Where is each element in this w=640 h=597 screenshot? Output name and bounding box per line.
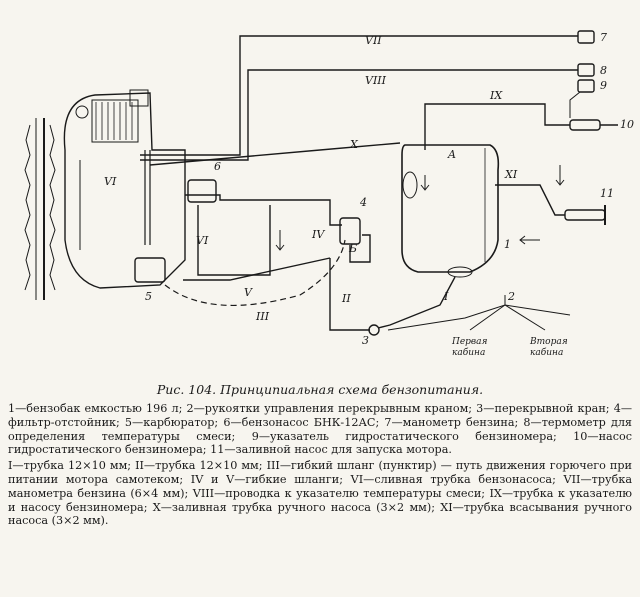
fuel-level-indicator xyxy=(577,79,595,93)
fuel-tank xyxy=(401,144,500,278)
pipe-ix-line xyxy=(424,103,570,150)
pipe-ii-line xyxy=(329,258,370,331)
legend-parts: 1—бензобак емкостью 196 л; 2—рукоятки уп… xyxy=(8,402,632,457)
callout-2: 2 xyxy=(507,290,515,303)
shutoff-tap xyxy=(368,324,380,336)
pipe-i-line xyxy=(377,276,456,329)
label-pipe-v: V xyxy=(244,286,253,299)
label-pipe-vii: VII xyxy=(365,34,382,47)
pipe-vi-line xyxy=(197,205,271,276)
callout-3: 3 xyxy=(362,334,369,347)
label-pipe-viii: VIII xyxy=(365,74,387,87)
callout-9: 9 xyxy=(600,79,607,92)
label-pipe-iii: III xyxy=(255,310,270,323)
carburetor xyxy=(134,257,166,283)
cabin-second-line2: кабина xyxy=(530,347,563,358)
callout-11: 11 xyxy=(600,187,614,200)
label-pipe-i: I xyxy=(443,290,449,303)
callout-6: 6 xyxy=(214,160,221,173)
pipe-iii-hose xyxy=(164,239,346,306)
label-pipe-ii: II xyxy=(341,292,351,305)
pipe-x-line xyxy=(149,142,401,166)
fuel-pump xyxy=(187,179,217,203)
label-tank-point: A xyxy=(447,148,456,161)
cabin-first-line1: Первая xyxy=(451,337,488,347)
label-valve-b: Б xyxy=(348,242,357,255)
priming-pump xyxy=(564,205,606,225)
pipe-xi-line xyxy=(495,184,565,216)
pipe-iv-line xyxy=(185,194,342,226)
label-pipe-x: X xyxy=(349,138,359,151)
fuel-level-pump xyxy=(569,119,618,131)
label-pipe-xi: XI xyxy=(504,168,518,181)
pipe-v-line xyxy=(183,257,331,281)
callout-1: 1 xyxy=(504,238,511,251)
figure-legend: 1—бензобак емкостью 196 л; 2—рукоятки уп… xyxy=(8,402,632,530)
propeller xyxy=(24,118,56,300)
label-engine-vi: VI xyxy=(104,175,117,188)
filter-settler xyxy=(339,217,361,245)
engine xyxy=(63,89,186,289)
cabin-first-line2: кабина xyxy=(452,347,485,358)
label-pipe-vi: VI xyxy=(196,234,209,247)
figure-caption: Рис. 104. Принципиальная схема бензопита… xyxy=(156,382,484,397)
callout-10: 10 xyxy=(620,118,634,131)
callout-4: 4 xyxy=(359,196,367,209)
callout-7: 7 xyxy=(600,31,607,44)
callout-8: 8 xyxy=(600,64,607,77)
label-pipe-ix: IX xyxy=(489,89,503,102)
filter-outlet xyxy=(349,234,371,263)
legend-pipes: I—трубка 12×10 мм; II—трубка 12×10 мм; I… xyxy=(8,459,632,528)
fuel-system-diagram: VII VIII IX X XI VI IV V III II I VI A Б… xyxy=(24,30,634,358)
pipe-vii-line xyxy=(140,35,578,156)
thermometer xyxy=(577,63,595,77)
cabin-second-line1: Вторая xyxy=(529,337,568,347)
fuel-gauge xyxy=(577,30,595,44)
callout-5: 5 xyxy=(145,290,152,303)
label-pipe-iv: IV xyxy=(311,228,325,241)
